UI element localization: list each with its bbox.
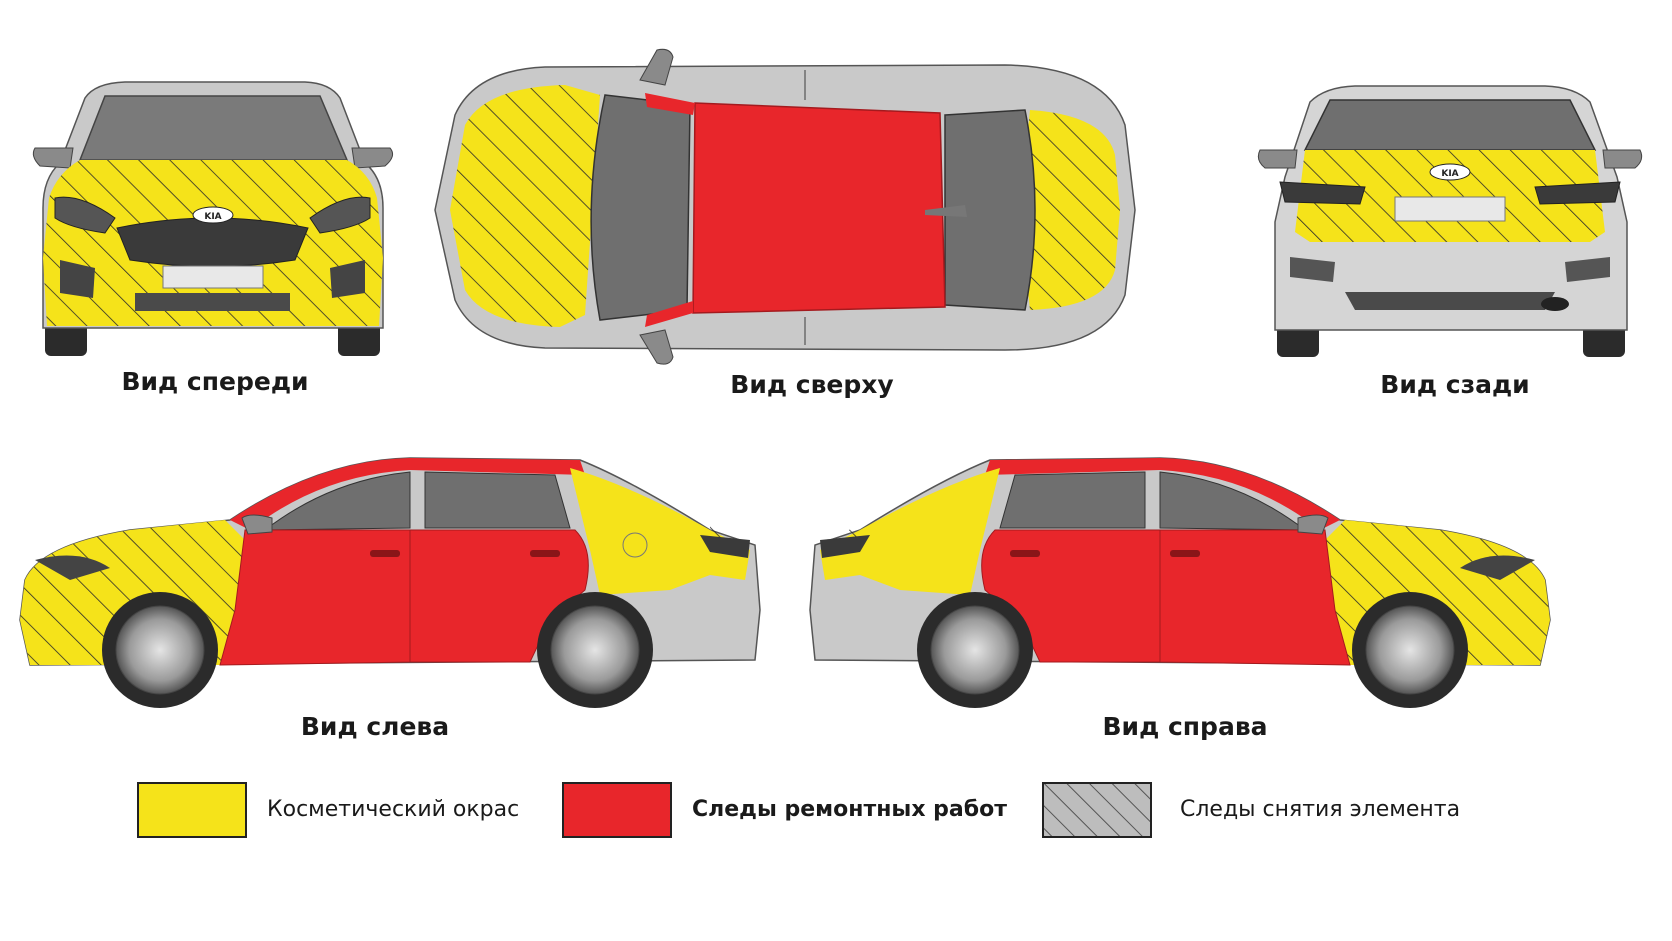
right-roof-red bbox=[985, 458, 1340, 530]
front-badge-text: KIA bbox=[204, 212, 221, 222]
right-view bbox=[800, 450, 1560, 750]
top-left-pillar-red bbox=[645, 93, 695, 115]
left-fuel-cap bbox=[622, 532, 648, 558]
legend-hatch-pattern bbox=[1044, 784, 1150, 836]
front-view-label: Вид спереди bbox=[121, 367, 309, 396]
front-right-headlight bbox=[309, 196, 371, 234]
left-roof-red bbox=[230, 458, 585, 530]
right-rear-window bbox=[999, 471, 1146, 529]
left-headlight bbox=[35, 555, 110, 580]
right-view-label: Вид справа bbox=[1102, 712, 1268, 741]
top-right-pillar-red bbox=[645, 301, 693, 327]
right-headlight bbox=[1460, 555, 1535, 580]
rear-view-drawing: KIA bbox=[1257, 85, 1643, 357]
right-taillight bbox=[820, 535, 870, 558]
rear-badge-icon bbox=[1429, 163, 1471, 181]
top-view bbox=[425, 45, 1145, 370]
top-right-mirror bbox=[639, 329, 674, 365]
rear-badge-text: KIA bbox=[1441, 169, 1458, 179]
rear-exhaust bbox=[1541, 297, 1569, 311]
left-view-drawing bbox=[19, 457, 761, 708]
legend-swatch-yellow bbox=[137, 782, 247, 838]
front-grille bbox=[116, 217, 309, 267]
front-lower-intake bbox=[135, 293, 290, 311]
front-left-foglight bbox=[60, 260, 95, 298]
front-right-foglight bbox=[330, 260, 365, 298]
right-front-window bbox=[1159, 471, 1307, 531]
rear-right-mirror bbox=[1602, 149, 1643, 169]
top-trunk-hatch bbox=[1020, 110, 1120, 310]
top-view-drawing bbox=[434, 48, 1136, 365]
top-antenna bbox=[925, 205, 967, 217]
legend-label-cosmetic: Косметический окрас bbox=[267, 797, 520, 822]
front-badge-icon bbox=[192, 206, 234, 224]
top-left-mirror bbox=[639, 48, 674, 86]
rear-left-taillight bbox=[1279, 181, 1366, 205]
rear-license-plate bbox=[1394, 196, 1506, 222]
front-right-mirror bbox=[351, 147, 394, 169]
left-view-label: Вид слева bbox=[300, 712, 450, 741]
legend-label-repair: Следы ремонтных работ bbox=[692, 797, 1007, 822]
legend-swatch-red bbox=[562, 782, 672, 838]
left-front-handle bbox=[370, 550, 400, 557]
front-view: KIA bbox=[25, 78, 400, 360]
left-taillight bbox=[700, 535, 750, 558]
rear-right-taillight bbox=[1534, 181, 1621, 205]
right-rear-yellow bbox=[820, 468, 1000, 595]
front-windshield bbox=[78, 95, 349, 161]
rear-view: KIA bbox=[1255, 82, 1645, 362]
left-rear-yellow bbox=[570, 468, 750, 595]
left-rear-handle bbox=[530, 550, 560, 557]
left-rear-window bbox=[424, 471, 571, 529]
left-front-rim bbox=[115, 605, 205, 695]
front-left-mirror bbox=[32, 147, 74, 169]
front-view-drawing: KIA bbox=[32, 81, 394, 356]
right-mirror bbox=[1297, 514, 1329, 535]
front-left-headlight bbox=[54, 196, 116, 234]
right-view-drawing bbox=[809, 457, 1551, 708]
rear-trunk-hatch bbox=[1295, 150, 1605, 242]
top-roof-red bbox=[692, 102, 946, 314]
left-mirror bbox=[241, 514, 273, 535]
left-front-window bbox=[263, 471, 411, 531]
right-front-rim bbox=[1365, 605, 1455, 695]
legend-label-removal: Следы снятия элемента bbox=[1180, 797, 1461, 822]
front-license-plate bbox=[162, 265, 264, 289]
rear-view-label: Вид сзади bbox=[1380, 370, 1530, 399]
right-rear-handle bbox=[1010, 550, 1040, 557]
legend-swatch-hatch bbox=[1042, 782, 1152, 838]
top-rear-window bbox=[944, 109, 1036, 311]
rear-left-mirror bbox=[1257, 149, 1298, 169]
rear-window bbox=[1303, 99, 1597, 151]
right-front-door-red bbox=[1159, 529, 1351, 666]
top-hood-hatch bbox=[450, 85, 600, 327]
left-front-door-red bbox=[219, 529, 411, 666]
top-view-label: Вид сверху bbox=[730, 370, 894, 399]
rear-right-reflector bbox=[1565, 257, 1610, 282]
top-windshield bbox=[590, 94, 691, 321]
right-front-handle bbox=[1170, 550, 1200, 557]
right-rear-rim bbox=[930, 605, 1020, 695]
rear-diffuser bbox=[1345, 292, 1555, 310]
rear-left-reflector bbox=[1290, 257, 1335, 282]
left-view bbox=[10, 450, 770, 750]
left-rear-rim bbox=[550, 605, 640, 695]
